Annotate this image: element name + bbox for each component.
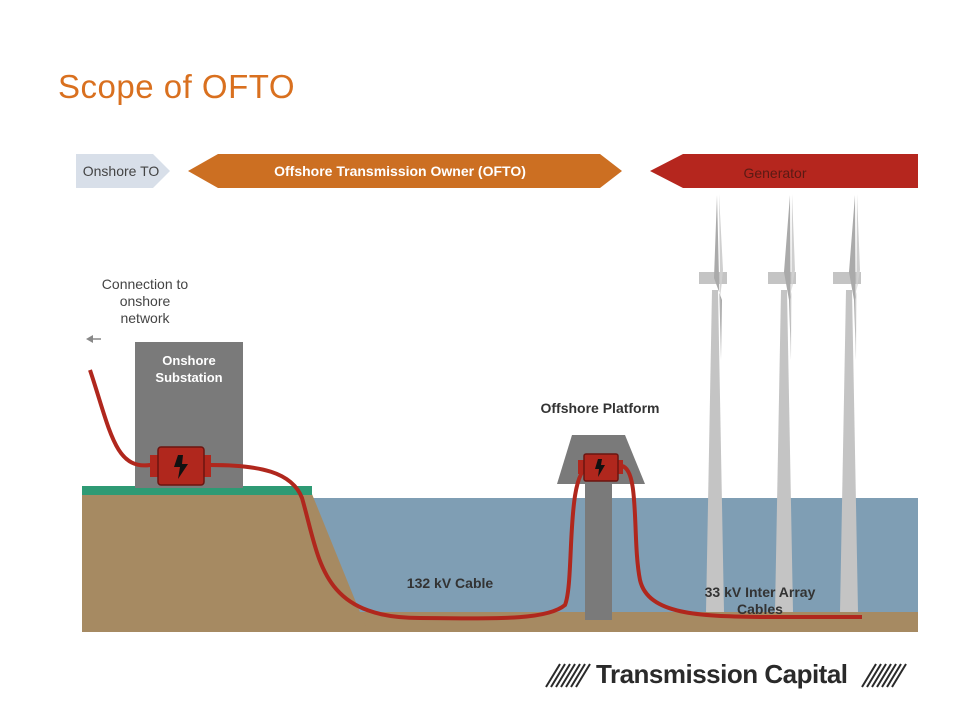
connection-label: Connection to onshore network xyxy=(101,276,189,326)
logo-stripes-right xyxy=(861,663,907,688)
wind-turbine-3 xyxy=(833,194,861,612)
land xyxy=(82,494,368,632)
wind-turbine-2 xyxy=(768,194,796,612)
ofto-label: Offshore Transmission Owner (OFTO) xyxy=(274,163,526,179)
inter-array-label: 33 kV Inter Array Cables xyxy=(704,584,816,617)
onshore-to-band xyxy=(76,154,170,188)
cable-132kv xyxy=(88,369,591,621)
lightning-icon xyxy=(595,459,605,477)
offshore-platform-leg xyxy=(585,482,612,620)
cable-33kv-inter-array xyxy=(621,464,862,619)
sea-bed xyxy=(355,612,918,632)
lightning-icon xyxy=(174,455,188,479)
slide-title: Scope of OFTO xyxy=(58,68,295,105)
onshore-substation-label: Onshore Substation xyxy=(155,353,223,385)
offshore-platform-label: Offshore Platform xyxy=(540,400,660,416)
onshore-to-label: Onshore TO xyxy=(82,163,160,179)
ofto-band xyxy=(188,154,622,188)
logo-stripes-left xyxy=(545,663,591,688)
company-logo-text: Transmission Capital xyxy=(596,659,848,689)
wind-turbine-1 xyxy=(699,194,727,612)
ground-strip xyxy=(82,486,312,495)
generator-label: Generator xyxy=(743,165,807,181)
onshore-transformer xyxy=(150,446,211,486)
offshore-transformer xyxy=(578,453,623,482)
cable-132kv-label: 132 kV Cable xyxy=(406,575,494,591)
generator-band xyxy=(650,154,918,188)
connection-arrow xyxy=(86,335,101,343)
